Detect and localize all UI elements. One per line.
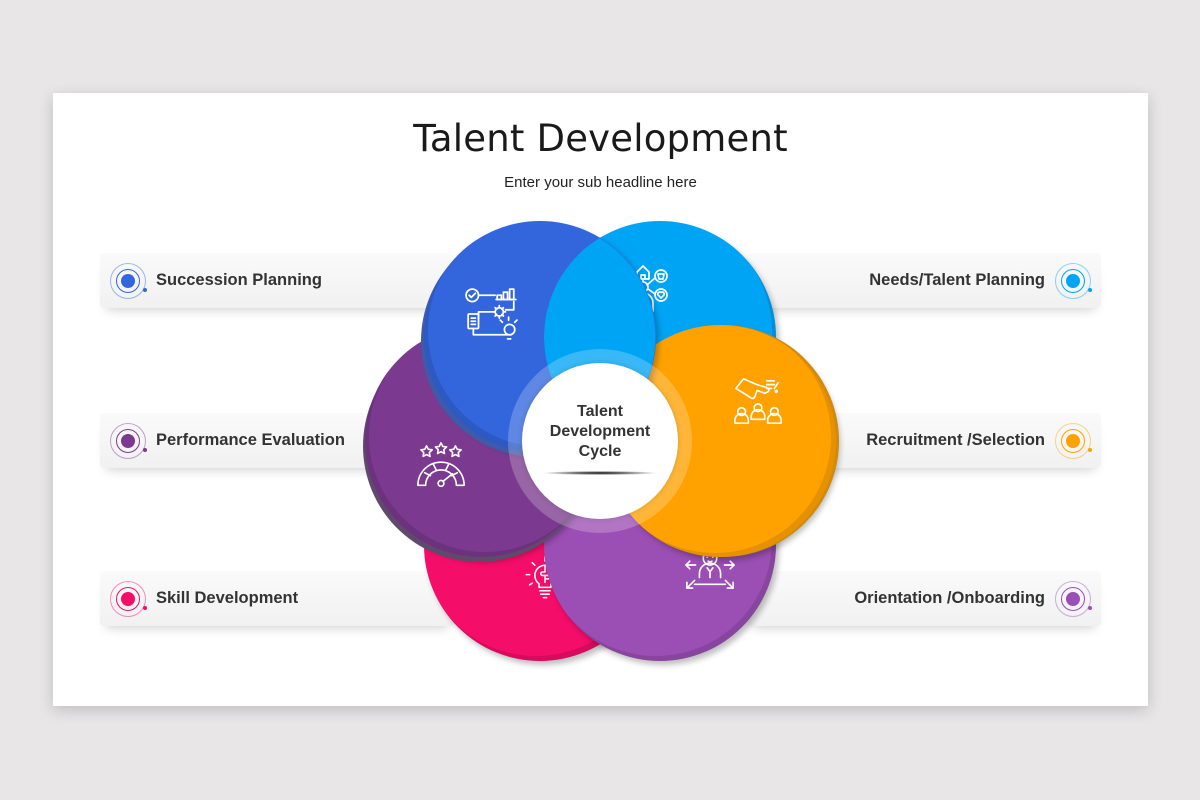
- label-card-skill-development[interactable]: Skill Development: [100, 571, 454, 626]
- label-card-needs-talent-planning[interactable]: Needs/Talent Planning: [747, 253, 1101, 308]
- stage-label: Orientation /Onboarding: [854, 589, 1045, 607]
- page-subtitle: Enter your sub headline here: [504, 174, 697, 191]
- process-flow-icon: [465, 288, 518, 340]
- stage-label: Recruitment /Selection: [866, 431, 1045, 449]
- target-icon: [1055, 262, 1092, 299]
- petal-needs-overlap: [544, 221, 776, 453]
- page-title: Talent Development: [413, 117, 788, 160]
- target-icon: [110, 580, 147, 617]
- slide: Talent Development Enter your sub headli…: [53, 93, 1148, 706]
- stage-label: Needs/Talent Planning: [869, 271, 1045, 289]
- label-card-orientation-onboarding[interactable]: Orientation /Onboarding: [747, 571, 1101, 626]
- stage-label: Succession Planning: [156, 271, 322, 289]
- label-card-succession-planning[interactable]: Succession Planning: [100, 253, 454, 308]
- rating-gauge-icon: [417, 442, 465, 488]
- stage-label: Skill Development: [156, 589, 299, 607]
- stage-label: Performance Evaluation: [156, 431, 345, 449]
- target-icon: [1055, 422, 1092, 459]
- target-icon: [110, 262, 147, 299]
- target-icon: [1055, 580, 1092, 617]
- target-icon: [110, 422, 147, 459]
